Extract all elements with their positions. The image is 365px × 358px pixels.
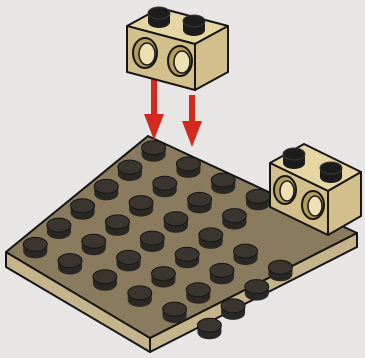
placed-brick-hole-left <box>274 176 296 204</box>
plate-stud <box>234 244 258 265</box>
plate-stud <box>129 196 153 217</box>
plate-stud <box>186 283 210 304</box>
plate-stud <box>221 299 245 320</box>
plate-stud <box>23 237 47 258</box>
plate-stud <box>176 157 200 178</box>
plate-stud <box>58 254 82 275</box>
placed-brick-stud-left <box>283 148 305 169</box>
plate-stud <box>245 280 269 301</box>
plate-stud <box>188 192 212 213</box>
placed-brick-hole-right <box>302 191 324 219</box>
plate-stud <box>175 247 199 268</box>
placed-brick-stud-right <box>320 162 342 183</box>
plate-stud <box>71 199 95 220</box>
plate-stud <box>94 179 118 200</box>
moving-brick-hole-right <box>168 46 192 76</box>
plate-stud <box>222 209 246 230</box>
plate-stud <box>105 215 129 236</box>
plate-stud <box>210 263 234 284</box>
plate-stud <box>118 160 142 181</box>
plate-stud <box>93 270 117 291</box>
plate-stud <box>211 173 235 194</box>
plate-stud <box>199 228 223 249</box>
moving-brick-hole-left <box>133 38 157 68</box>
plate-stud <box>246 189 270 210</box>
plate-stud <box>47 218 71 239</box>
plate-stud <box>128 286 152 307</box>
plate-stud <box>140 231 164 252</box>
plate-stud <box>153 176 177 197</box>
plate-stud <box>163 302 187 323</box>
plate-stud <box>82 234 106 255</box>
plate-stud <box>142 141 166 162</box>
plate-stud <box>117 250 141 271</box>
plate-stud <box>164 212 188 233</box>
plate-stud <box>268 260 292 281</box>
plate-stud <box>197 318 221 339</box>
moving-brick-stud-right <box>183 15 205 36</box>
moving-brick-stud-left <box>148 7 170 28</box>
plate-stud <box>151 267 175 288</box>
